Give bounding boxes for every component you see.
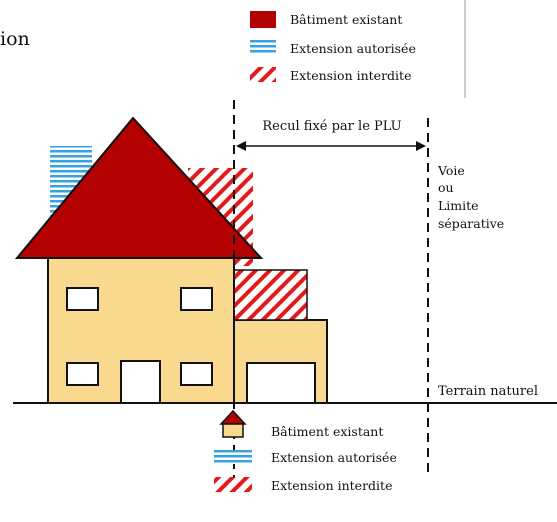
- forbidden-extension-lower: [233, 269, 308, 321]
- cropped-title-fragment: ion: [0, 28, 30, 50]
- window-upper-right: [180, 287, 213, 311]
- bottom-legend-allowed-swatch: [214, 450, 252, 464]
- garage-door: [246, 362, 316, 404]
- window-lower-right: [180, 362, 213, 386]
- setback-arrow: [236, 141, 426, 151]
- voie-label-line2: ou: [438, 180, 454, 195]
- house-roof: [14, 116, 264, 259]
- top-legend-allowed-swatch: [250, 40, 276, 55]
- bottom-legend-allowed-label: Extension autorisée: [271, 450, 397, 465]
- top-legend-existing-label: Bâtiment existant: [290, 12, 402, 27]
- bottom-legend-existing-label: Bâtiment existant: [271, 424, 383, 439]
- window-upper-left: [66, 287, 99, 311]
- bottom-legend: Bâtiment existant Extension autorisée Ex…: [214, 409, 397, 493]
- top-legend: Bâtiment existant Extension autorisée Ex…: [250, 0, 466, 98]
- bottom-legend-forbidden-label: Extension interdite: [271, 478, 392, 493]
- top-legend-forbidden-label: Extension interdite: [290, 68, 411, 83]
- bottom-legend-forbidden-swatch: [214, 477, 252, 492]
- top-legend-forbidden-swatch: [250, 67, 276, 82]
- house-door: [120, 360, 161, 404]
- voie-label-line4: séparative: [438, 216, 504, 231]
- bottom-legend-house-icon: [219, 409, 247, 438]
- top-legend-existing-swatch: [250, 11, 276, 28]
- top-legend-allowed-label: Extension autorisée: [290, 41, 416, 56]
- voie-label-line3: Limite: [438, 198, 479, 213]
- voie-label-line1: Voie: [437, 163, 465, 178]
- terrain-label: Terrain naturel: [438, 384, 538, 399]
- window-lower-left: [66, 362, 99, 386]
- setback-label: Recul fixé par le PLU: [262, 119, 401, 134]
